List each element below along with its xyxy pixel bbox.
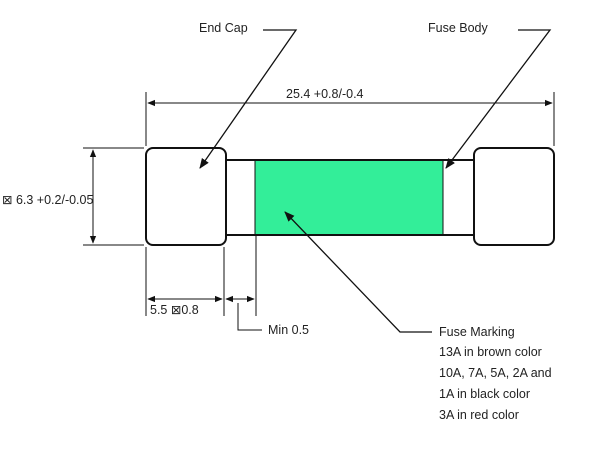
fuse-marking-band <box>255 161 443 234</box>
fuse-body-leader <box>445 29 552 169</box>
fuse-body-label: Fuse Body <box>428 21 489 35</box>
min-gap-label: Min 0.5 <box>268 323 309 337</box>
fuse-marking-leader <box>284 211 432 333</box>
overall-length-label: 25.4 +0.8/-0.4 <box>286 87 364 101</box>
fuse-marking-line: 1A in black color <box>439 387 530 401</box>
fuse-marking-line: 10A, 7A, 5A, 2A and <box>439 366 552 380</box>
end-cap-label: End Cap <box>199 21 248 35</box>
min-gap-leader <box>237 303 262 331</box>
fuse-marking-title: Fuse Marking <box>439 325 515 339</box>
left-end-cap <box>145 147 227 246</box>
diameter-label: ⊠ 6.3 +0.2/-0.05 <box>2 193 93 207</box>
fuse-marking-line: 13A in brown color <box>439 345 542 359</box>
fuse-marking-line: 3A in red color <box>439 408 519 422</box>
right-end-cap <box>473 147 555 246</box>
cap-length-label: 5.5 ⊠0.8 <box>150 303 199 317</box>
end-cap-leader <box>199 29 298 169</box>
